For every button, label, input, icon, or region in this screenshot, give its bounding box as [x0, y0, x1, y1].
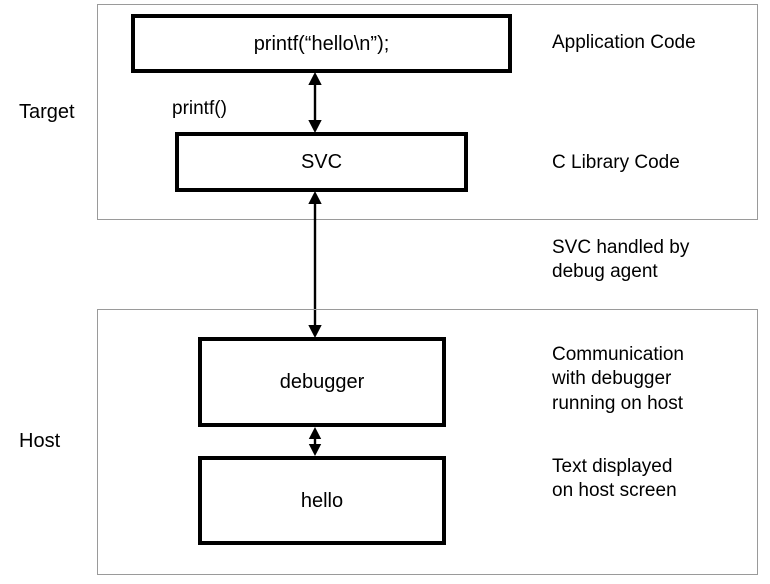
arrow-app-to-svc [303, 72, 327, 133]
side-label-c-library-code: C Library Code [552, 152, 680, 173]
side-label-communication: Communication with debugger running on h… [552, 344, 684, 414]
arrow-svc-to-debugger [303, 191, 327, 338]
box-debugger: debugger [198, 337, 446, 427]
side-label-svc-handled: SVC handled by debug agent [552, 237, 690, 283]
side-label-text-displayed: Text displayed on host screen [552, 456, 677, 502]
box-svc: SVC [175, 132, 468, 192]
box-application-label: printf(“hello\n”); [253, 32, 390, 55]
zone-label-host: Host [19, 430, 61, 452]
zone-target [97, 4, 758, 220]
box-hello: hello [198, 456, 446, 545]
label-printf-call: printf() [172, 98, 227, 119]
box-debugger-label: debugger [279, 371, 365, 393]
box-application: printf(“hello\n”); [131, 14, 512, 73]
box-hello-label: hello [300, 489, 344, 512]
box-svc-label: SVC [300, 151, 343, 173]
zone-host [97, 309, 758, 575]
arrow-debugger-to-hello [303, 427, 327, 456]
zone-label-target: Target [19, 101, 75, 123]
side-label-application-code: Application Code [552, 32, 696, 53]
